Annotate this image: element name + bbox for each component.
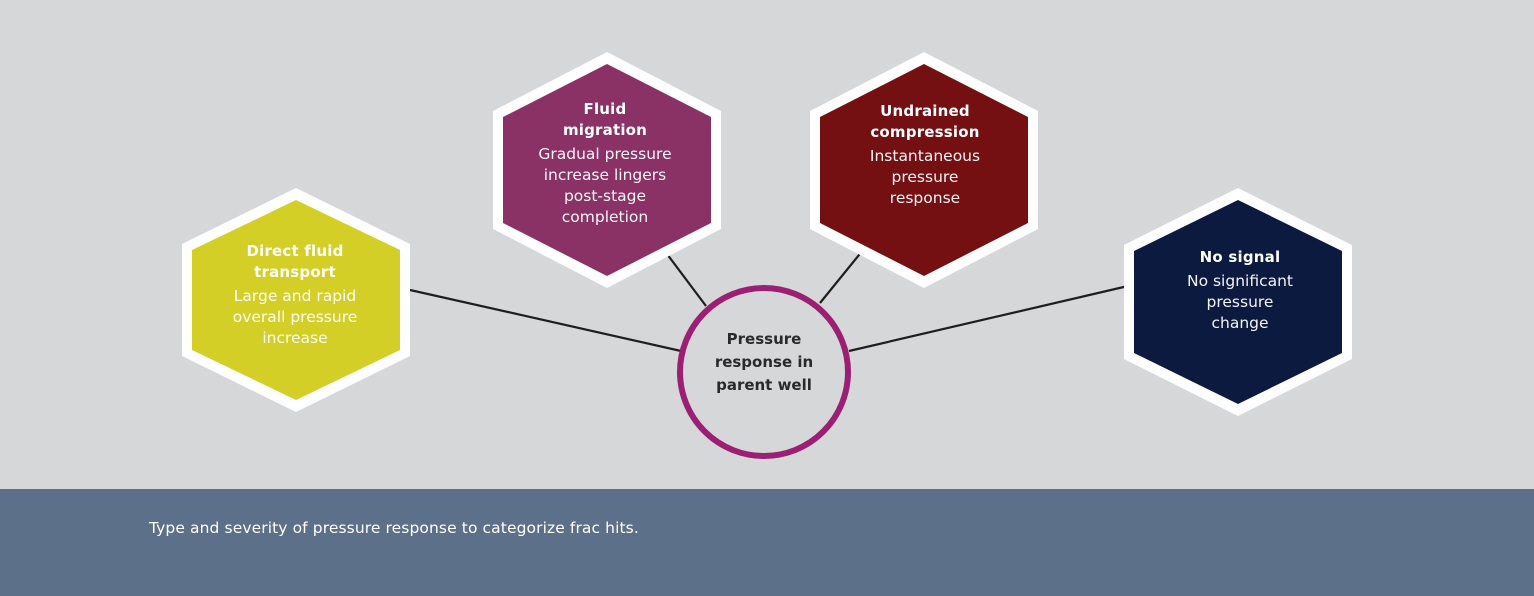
hex-label-undrained-compression: Undrained compression Instantaneous pres… xyxy=(830,90,1020,220)
hex-node-fluid-migration xyxy=(503,64,711,276)
caption-text: Type and severity of pressure response t… xyxy=(149,519,639,537)
hex-label-fluid-migration: Fluid migration Gradual pressure increas… xyxy=(510,78,700,248)
hex-node-no-signal xyxy=(1134,200,1342,404)
category-title: Fluid migration xyxy=(562,99,648,139)
hex-node-undrained-compression xyxy=(820,64,1028,276)
category-description: Gradual pressure increase lingers post-s… xyxy=(538,144,672,226)
hex-label-direct-fluid-transport: Direct fluid transport Large and rapid o… xyxy=(200,220,390,370)
connector-no-signal xyxy=(848,284,1129,353)
hex-node-direct-fluid-transport xyxy=(192,200,400,400)
category-title: Direct fluid transport xyxy=(246,242,344,281)
category-description: No significant pressure change xyxy=(1186,271,1294,332)
category-title: Undrained compression xyxy=(870,102,980,141)
category-title: No signal xyxy=(1199,247,1281,266)
diagram-canvas xyxy=(182,52,1352,459)
connector-undrained-compression xyxy=(819,249,864,304)
connector-fluid-migration xyxy=(663,249,707,307)
diagram-area: Direct fluid transport Large and rapid o… xyxy=(182,52,1352,459)
connectors xyxy=(409,249,1129,353)
hex-label-no-signal: No signal No significant pressure change xyxy=(1145,235,1335,345)
center-node-circle xyxy=(677,285,851,459)
caption-footer: Type and severity of pressure response t… xyxy=(0,489,1534,596)
center-node-label: Pressure response in parent well xyxy=(714,330,814,394)
category-description: Instantaneous pressure response xyxy=(869,147,981,207)
category-description: Large and rapid overall pressure increas… xyxy=(232,287,358,347)
connector-direct-fluid-transport xyxy=(409,288,682,353)
